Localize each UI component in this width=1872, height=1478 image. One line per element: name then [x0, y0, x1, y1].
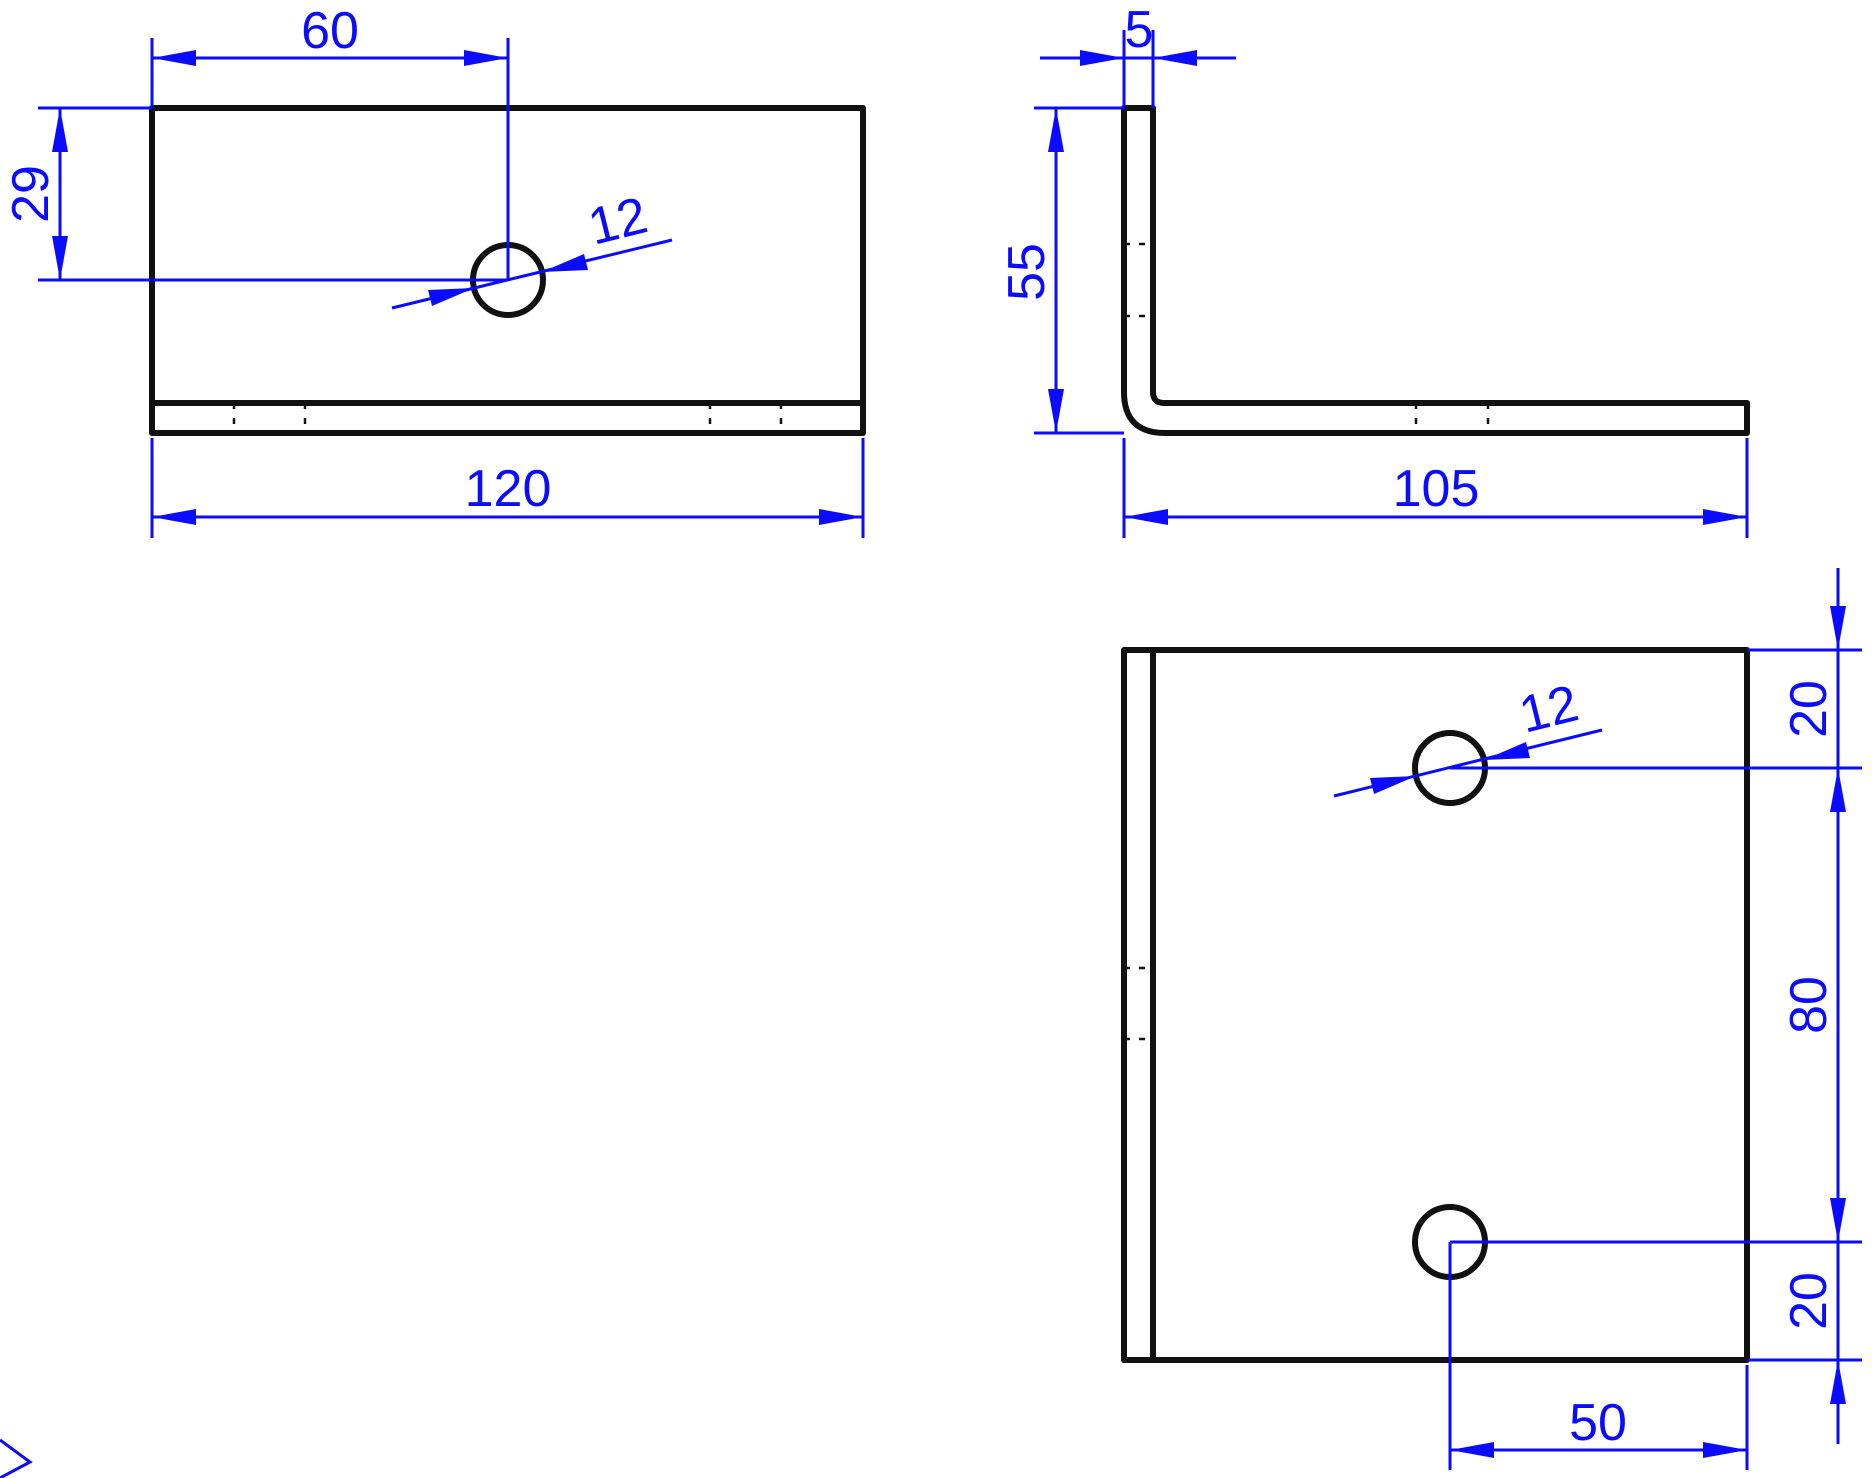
arrowhead [1830, 1360, 1846, 1404]
axis-indicator [0, 1438, 33, 1478]
front-width-dimension: 120 [150, 438, 865, 538]
arrowhead [1830, 606, 1846, 650]
side-view: 5 55 105 [998, 1, 1750, 538]
axis-indicator-mark [0, 1438, 33, 1478]
arrowhead [1830, 1198, 1846, 1242]
arrowhead [1124, 509, 1168, 525]
side-length-label: 105 [1393, 460, 1480, 518]
arrowhead [152, 509, 196, 525]
top-view-outline [1121, 647, 1750, 1363]
front-width-label: 120 [465, 460, 552, 518]
front-view: 120 60 29 12 [2, 2, 866, 538]
arrowhead [1703, 1442, 1747, 1458]
arrowhead [1484, 742, 1530, 760]
front-hole-diameter-label: 12 [583, 186, 653, 256]
arrowhead [464, 50, 508, 66]
top-hole-diameter-label: 12 [1514, 674, 1584, 744]
arrowhead [1703, 509, 1747, 525]
arrowhead [1080, 50, 1124, 66]
top-vertical-dimension-chain: 20 80 20 [1450, 568, 1862, 1444]
arrowhead [152, 50, 196, 66]
top-hole-spacing-label: 80 [1780, 976, 1838, 1034]
top-offset-label: 20 [1780, 680, 1838, 738]
top-view: 12 20 80 20 50 [1121, 568, 1862, 1470]
side-view-l-profile [1121, 105, 1750, 436]
top-hole-x-label: 50 [1569, 1394, 1627, 1452]
arrowhead [819, 509, 863, 525]
side-thickness-label: 5 [1125, 1, 1154, 59]
arrowhead [1370, 776, 1416, 794]
arrowhead [52, 108, 68, 152]
top-hole-diameter-dimension: 12 [1333, 674, 1603, 798]
arrowhead [52, 236, 68, 280]
top-hole-x-dimension: 50 [1448, 1242, 1749, 1470]
front-hole-x-dimension: 60 [150, 2, 510, 280]
arrowhead [1450, 1442, 1494, 1458]
front-hole-diameter-dimension: 12 [391, 186, 673, 310]
side-length-dimension: 105 [1122, 438, 1749, 538]
bottom-offset-label: 20 [1780, 1272, 1838, 1330]
arrowhead [1048, 108, 1064, 152]
arrowhead [542, 254, 588, 272]
front-hole-x-label: 60 [301, 2, 359, 60]
side-height-dimension: 55 [998, 106, 1124, 435]
arrowhead [1830, 768, 1846, 812]
side-thickness-dimension: 5 [1040, 1, 1236, 108]
side-height-label: 55 [998, 243, 1056, 301]
arrowhead [1153, 50, 1197, 66]
arrowhead [1048, 389, 1064, 433]
front-hole-y-label: 29 [2, 165, 60, 223]
arrowhead [428, 288, 474, 306]
front-hole-y-dimension: 29 [2, 106, 508, 282]
